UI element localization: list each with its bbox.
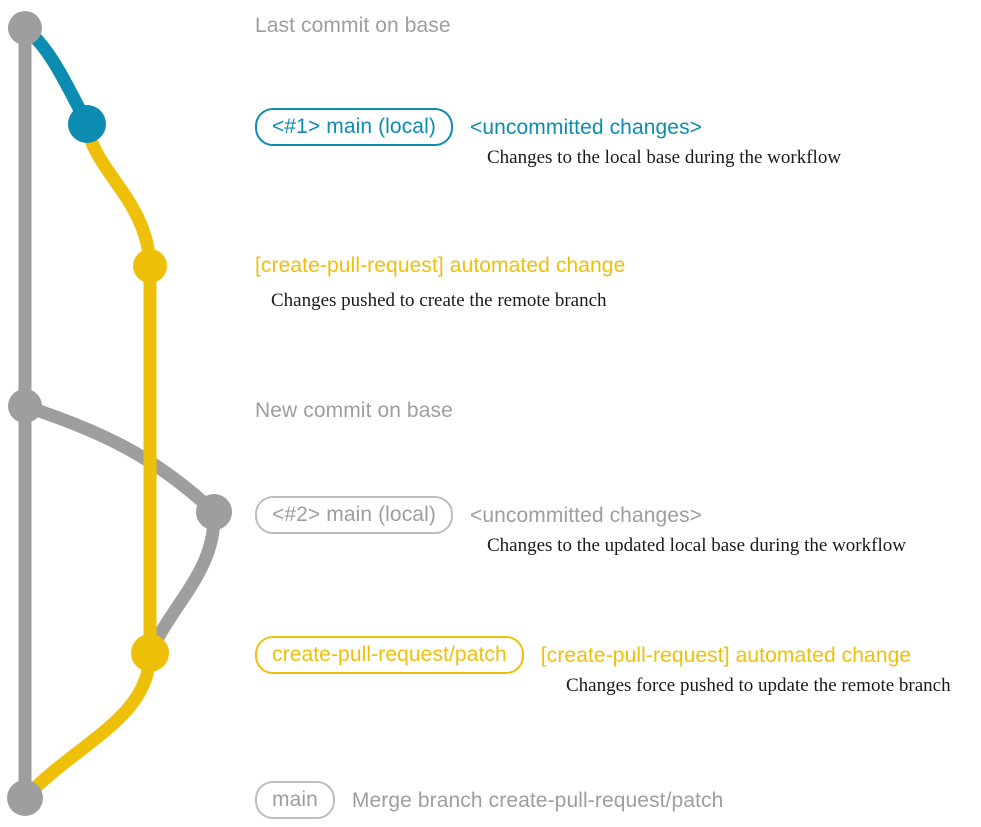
commit-subject-local-1: <uncommitted changes> bbox=[469, 116, 703, 139]
commit-subject-automated-change-2: [create-pull-request] automated change bbox=[540, 644, 912, 667]
commit-caption-local-1: Changes to the local base during the wor… bbox=[487, 147, 842, 168]
commit-heading-last-commit-on-base: Last commit on base bbox=[255, 14, 451, 37]
ref-badge-create-pull-request-patch[interactable]: create-pull-request/patch bbox=[255, 636, 524, 674]
edge-base-to-local2 bbox=[18, 399, 221, 519]
edge-local2-to-patch2 bbox=[143, 505, 221, 660]
commit-subject-merge: Merge branch create-pull-request/patch bbox=[351, 789, 724, 812]
ref-badge-main-local-2[interactable]: <#2> main (local) bbox=[255, 496, 453, 534]
commit-node-patch-1[interactable] bbox=[133, 249, 167, 283]
commit-node-local-2[interactable] bbox=[196, 494, 232, 530]
commit-node-base-new[interactable] bbox=[8, 389, 42, 423]
commit-row-new-commit-on-base: New commit on base bbox=[255, 399, 453, 423]
commit-subject-automated-change-1: [create-pull-request] automated change bbox=[255, 254, 626, 277]
commit-node-merge[interactable] bbox=[7, 780, 43, 816]
commit-caption-automated-change-2: Changes force pushed to update the remot… bbox=[566, 675, 951, 696]
ref-badge-main-local-1[interactable]: <#1> main (local) bbox=[255, 108, 453, 146]
commit-node-local-1[interactable] bbox=[68, 105, 106, 143]
commit-row-automated-change-2: create-pull-request/patch [create-pull-r… bbox=[255, 636, 911, 674]
commit-node-base-head[interactable] bbox=[8, 11, 42, 45]
commit-heading-new-commit-on-base: New commit on base bbox=[255, 399, 453, 422]
ref-badge-main[interactable]: main bbox=[255, 781, 335, 819]
commit-row-local-commit-1: <#1> main (local) <uncommitted changes> bbox=[255, 108, 702, 146]
commit-row-merge-commit: main Merge branch create-pull-request/pa… bbox=[255, 781, 723, 819]
commit-row-automated-change-1: [create-pull-request] automated change bbox=[255, 255, 625, 276]
commit-row-last-commit-on-base: Last commit on base bbox=[255, 14, 451, 38]
commit-row-local-commit-2: <#2> main (local) <uncommitted changes> bbox=[255, 496, 702, 534]
edge-patch2-to-merge bbox=[18, 646, 157, 805]
commit-node-patch-2[interactable] bbox=[131, 634, 169, 672]
commit-subject-local-2: <uncommitted changes> bbox=[469, 504, 703, 527]
commit-caption-local-2: Changes to the updated local base during… bbox=[487, 535, 906, 556]
commit-caption-automated-change-1: Changes pushed to create the remote bran… bbox=[271, 290, 607, 311]
